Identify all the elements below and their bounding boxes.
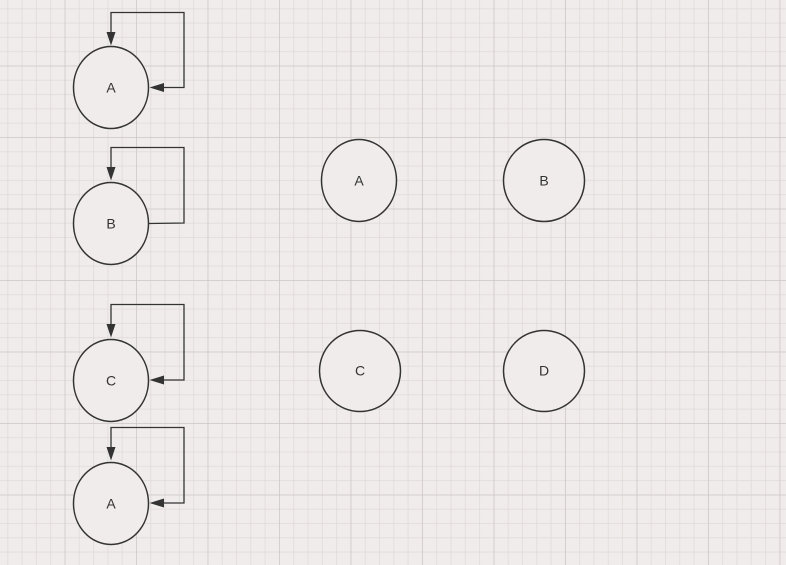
- edge-line: [110, 11, 185, 89]
- node-right-d[interactable]: D: [502, 329, 586, 413]
- node-label: A: [354, 173, 364, 189]
- node-shape: [502, 138, 586, 223]
- node-shape: [72, 181, 150, 266]
- arrow-head-down: [106, 324, 116, 338]
- edge-self-loop-left-c[interactable]: [106, 303, 185, 385]
- arrow-head-left: [149, 498, 164, 508]
- node-shape: [72, 461, 150, 546]
- edge-line: [110, 146, 185, 225]
- arrow-head-left: [149, 375, 164, 385]
- node-left-a-bottom[interactable]: A: [72, 461, 150, 546]
- arrow-head-down: [106, 32, 116, 46]
- edge-self-loop-left-a-bottom[interactable]: [106, 426, 185, 508]
- node-mid-a[interactable]: A: [320, 138, 398, 223]
- edge-line: [110, 426, 185, 504]
- node-label: C: [106, 373, 116, 389]
- node-right-b[interactable]: B: [502, 138, 586, 223]
- node-left-c[interactable]: C: [72, 338, 150, 423]
- node-shape: [320, 138, 398, 223]
- edge-line: [110, 303, 185, 381]
- node-label: C: [355, 363, 365, 379]
- node-label: D: [539, 363, 549, 379]
- node-label: A: [106, 80, 116, 96]
- node-shape: [502, 329, 586, 413]
- node-mid-c[interactable]: C: [318, 329, 402, 413]
- node-left-b[interactable]: B: [72, 181, 150, 266]
- node-label: B: [106, 216, 115, 232]
- node-label: B: [539, 173, 548, 189]
- arrow-head-down: [106, 447, 116, 461]
- node-shape: [318, 329, 402, 413]
- edge-self-loop-left-b[interactable]: [106, 146, 185, 225]
- edge-self-loop-left-a-top[interactable]: [106, 11, 185, 93]
- node-left-a-top[interactable]: A: [72, 45, 150, 130]
- node-shape: [72, 45, 150, 130]
- arrow-head-left: [149, 83, 164, 92]
- arrow-head-down: [106, 167, 116, 181]
- node-label: A: [106, 496, 116, 512]
- node-shape: [72, 338, 150, 423]
